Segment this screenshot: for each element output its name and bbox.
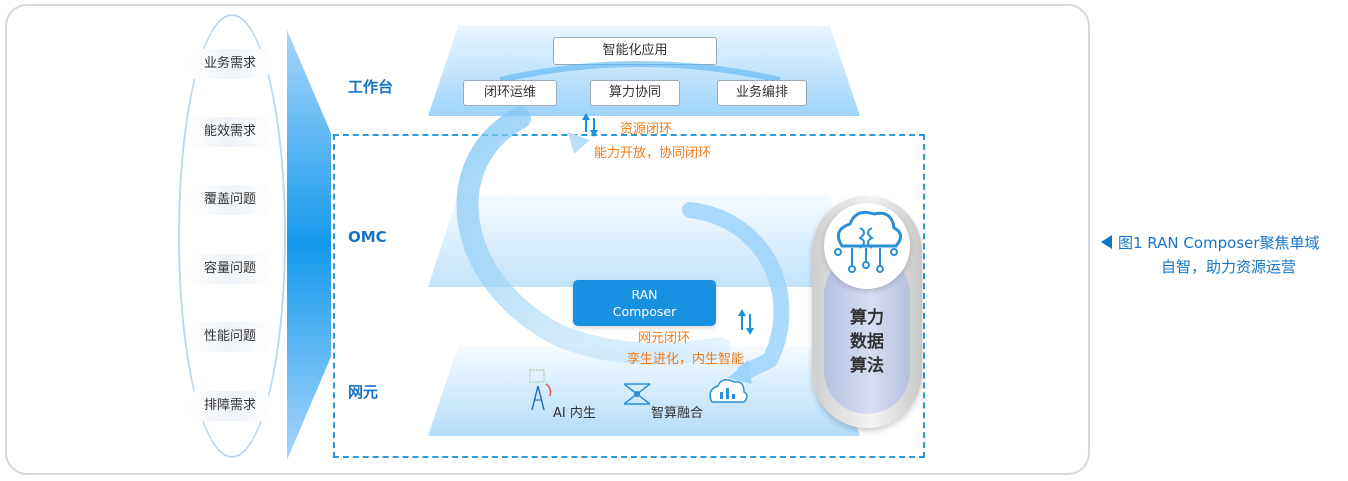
closed-loop-ops-box: 闭环运维 — [463, 80, 557, 106]
requirement-coverage: 覆盖问题 — [187, 185, 273, 215]
capability-open-label: 能力开放，协同闭环 — [594, 146, 712, 161]
antenna-tower-icon — [529, 369, 552, 411]
requirement-business: 业务需求 — [187, 49, 273, 79]
ran-composer-box: RAN Composer — [573, 280, 716, 326]
requirement-performance: 性能问题 — [187, 322, 273, 352]
cylinder-line-algorithm: 算法 — [850, 356, 884, 376]
layer-label-workbench: 工作台 — [348, 78, 394, 96]
requirement-capacity: 容量问题 — [187, 254, 273, 284]
smart-app-box: 智能化应用 — [553, 37, 717, 65]
ai-native-label: AI 内生 — [553, 406, 596, 421]
requirements-ellipse — [178, 14, 286, 458]
cylinder-line-compute: 算力 — [850, 308, 884, 328]
layer-label-omc: OMC — [348, 228, 387, 246]
caption-line1: 图1 RAN Composer聚焦单域 — [1118, 234, 1320, 252]
resource-loop-label: 资源闭环 — [620, 122, 673, 137]
compute-fusion-label: 智算融合 — [651, 406, 704, 421]
cylinder-line-data: 数据 — [850, 332, 884, 352]
caption-line2: 自智，助力资源运营 — [1161, 258, 1297, 276]
twin-evolution-label: 孪生进化，内生智能 — [627, 352, 745, 367]
network-node-icon — [623, 383, 651, 405]
ran-composer-line1: RAN — [631, 287, 658, 302]
requirement-troubleshooting: 排障需求 — [187, 391, 273, 421]
caption-triangle-icon — [1101, 235, 1112, 249]
compute-coordination-box: 算力协同 — [590, 80, 680, 106]
ran-composer-line2: Composer — [612, 304, 677, 319]
layer-label-ne: 网元 — [348, 383, 379, 401]
ne-loop-label: 网元闭环 — [638, 331, 691, 346]
cylinder-text: 算力 数据 算法 — [824, 306, 910, 378]
omc-ne-dashed-box — [333, 134, 925, 458]
service-orchestration-box: 业务编排 — [717, 80, 807, 106]
cloud-chart-icon — [709, 379, 748, 403]
requirement-energy: 能效需求 — [187, 117, 273, 147]
